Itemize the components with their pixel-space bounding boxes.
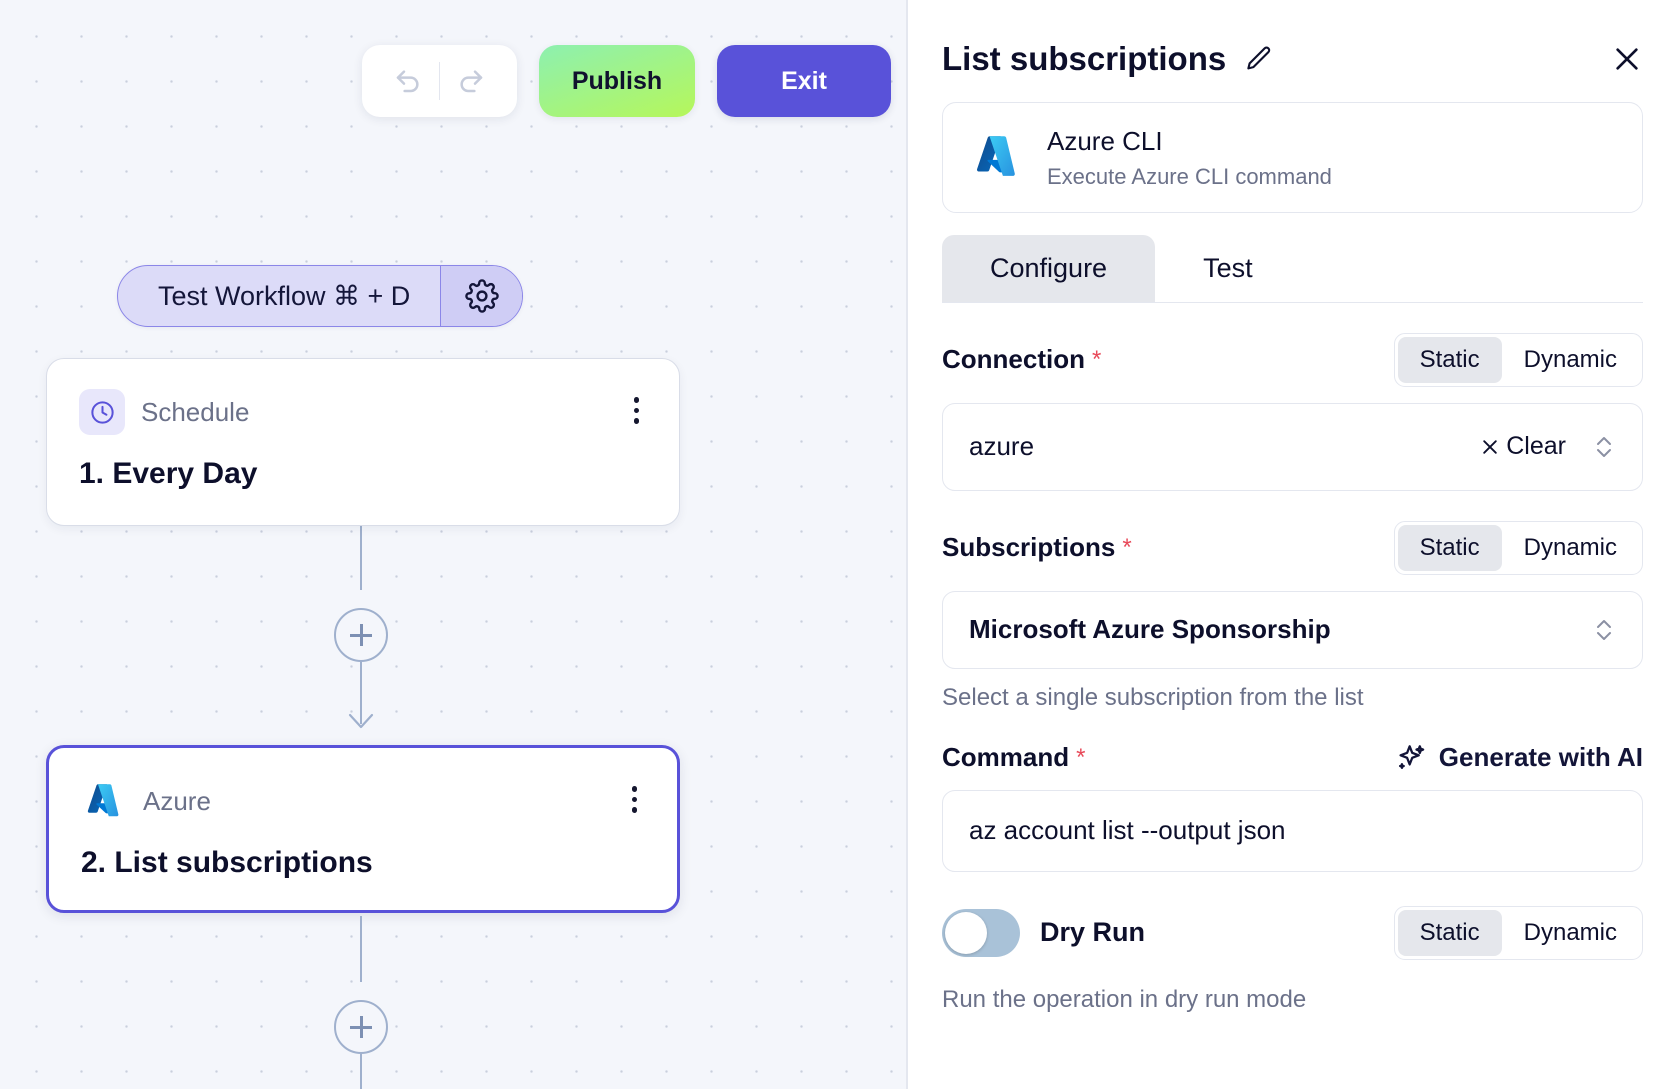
- config-panel: List subscriptions: [906, 0, 1679, 1089]
- node-header: Azure: [81, 778, 645, 824]
- clock-icon: [79, 389, 125, 435]
- connector-line: [360, 662, 363, 724]
- dry-run-help-text: Run the operation in dry run mode: [942, 985, 1307, 1013]
- workflow-node-schedule[interactable]: Schedule 1. Every Day: [46, 358, 680, 526]
- field-subscriptions-header: Subscriptions * Static Dynamic: [942, 520, 1643, 575]
- undo-redo-group: [362, 45, 517, 117]
- integration-card: Azure CLI Execute Azure CLI command: [942, 102, 1643, 213]
- add-node-button-2[interactable]: [334, 1000, 388, 1054]
- canvas-toolbar: Publish Exit: [362, 45, 891, 117]
- sparkle-icon: [1398, 744, 1425, 769]
- connector-line: [360, 916, 363, 982]
- node-title: 1. Every Day: [79, 457, 258, 490]
- undo-icon[interactable]: [377, 45, 439, 117]
- clear-connection-button[interactable]: Clear: [1480, 432, 1566, 461]
- chevron-up-down-icon[interactable]: [1592, 613, 1616, 647]
- field-label-subscriptions: Subscriptions: [942, 532, 1116, 562]
- node-kind-label: Schedule: [141, 396, 250, 427]
- publish-button[interactable]: Publish: [539, 45, 695, 117]
- mode-dynamic-dry-run[interactable]: Dynamic: [1502, 910, 1639, 956]
- toggle-knob: [945, 911, 987, 954]
- mode-dynamic-connection[interactable]: Dynamic: [1502, 337, 1639, 383]
- connection-input[interactable]: azure Clear: [942, 402, 1643, 491]
- subscriptions-help-text: Select a single subscription from the li…: [942, 683, 1364, 711]
- mode-static-subscriptions[interactable]: Static: [1397, 524, 1502, 571]
- field-connection-header: Connection * Static Dynamic: [942, 332, 1643, 387]
- redo-icon[interactable]: [440, 45, 502, 117]
- mode-dynamic-subscriptions[interactable]: Dynamic: [1502, 525, 1639, 571]
- field-connection: Connection * Static Dynamic azure Clear: [942, 332, 1643, 491]
- connection-value: azure: [969, 431, 1035, 461]
- close-icon[interactable]: [1611, 43, 1643, 75]
- required-marker: *: [1092, 345, 1102, 373]
- tab-test[interactable]: Test: [1155, 235, 1643, 302]
- mode-toggle-subscriptions: Static Dynamic: [1393, 520, 1643, 575]
- node-kind-label: Azure: [143, 785, 211, 816]
- pencil-icon[interactable]: [1244, 44, 1274, 74]
- field-command-header: Command * Generate with AI: [942, 742, 1643, 774]
- test-workflow-label[interactable]: Test Workflow ⌘ + D: [158, 280, 411, 311]
- dry-run-toggle[interactable]: [942, 908, 1020, 957]
- add-node-button-1[interactable]: [334, 608, 388, 662]
- azure-logo-icon: [969, 129, 1025, 185]
- generate-with-ai-button[interactable]: Generate with AI: [1395, 742, 1643, 774]
- mode-static-connection[interactable]: Static: [1397, 336, 1502, 383]
- mode-toggle-connection: Static Dynamic: [1393, 332, 1643, 387]
- page-title: List subscriptions: [942, 40, 1227, 77]
- subscriptions-select[interactable]: Microsoft Azure Sponsorship: [942, 590, 1643, 669]
- close-small-icon: [1483, 439, 1497, 454]
- node-title: 2. List subscriptions: [81, 846, 373, 879]
- panel-header: List subscriptions: [942, 0, 1643, 102]
- panel-tabs: Configure Test: [942, 234, 1643, 303]
- workflow-node-azure[interactable]: Azure 2. List subscriptions: [46, 745, 680, 913]
- mode-toggle-dry-run: Static Dynamic: [1393, 905, 1643, 960]
- field-command: Command * Generate with AI az account li…: [942, 742, 1643, 872]
- exit-button[interactable]: Exit: [717, 45, 891, 117]
- generate-with-ai-label: Generate with AI: [1438, 742, 1643, 772]
- azure-logo-icon: [81, 778, 127, 824]
- toolbar-divider: [439, 62, 440, 100]
- integration-text: Azure CLI Execute Azure CLI command: [1047, 125, 1332, 190]
- required-marker: *: [1122, 533, 1132, 561]
- chevron-up-down-icon[interactable]: [1592, 430, 1616, 464]
- node-menu-button[interactable]: [624, 782, 646, 817]
- field-label-connection: Connection: [942, 344, 1085, 374]
- node-header: Schedule: [79, 389, 647, 435]
- integration-name: Azure CLI: [1047, 126, 1163, 156]
- mode-static-dry-run[interactable]: Static: [1397, 909, 1502, 956]
- panel-divider: [906, 0, 908, 1089]
- integration-description: Execute Azure CLI command: [1047, 163, 1332, 189]
- subscriptions-value: Microsoft Azure Sponsorship: [969, 614, 1331, 644]
- gear-icon[interactable]: [440, 266, 523, 326]
- connector-line: [360, 526, 363, 590]
- field-label-command: Command: [942, 742, 1070, 772]
- field-dry-run: Dry Run Static Dynamic: [942, 905, 1643, 960]
- connector-arrow: [347, 712, 375, 730]
- required-marker: *: [1076, 743, 1086, 771]
- node-menu-button[interactable]: [626, 393, 648, 428]
- command-input[interactable]: az account list --output json: [942, 789, 1643, 872]
- clear-label: Clear: [1506, 432, 1566, 460]
- dry-run-label: Dry Run: [1040, 917, 1146, 947]
- tab-configure[interactable]: Configure: [942, 234, 1156, 302]
- workflow-canvas[interactable]: Publish Exit Test Workflow ⌘ + D: [0, 0, 906, 1089]
- test-workflow-pill[interactable]: Test Workflow ⌘ + D: [117, 265, 524, 327]
- connector-line: [360, 1054, 363, 1089]
- field-subscriptions: Subscriptions * Static Dynamic Microsoft…: [942, 520, 1643, 712]
- command-value: az account list --output json: [969, 815, 1286, 845]
